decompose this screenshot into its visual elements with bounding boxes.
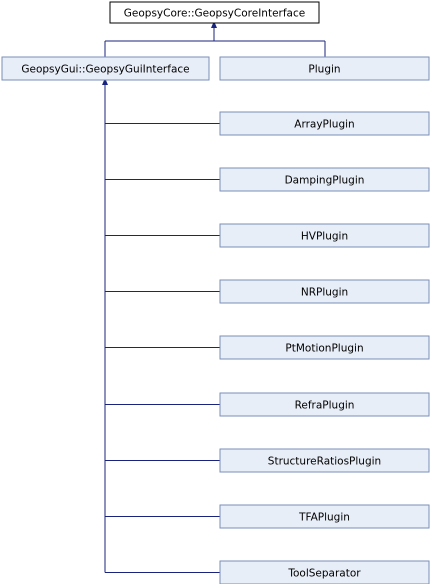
class-node-core[interactable]: GeopsyCore::GeopsyCoreInterface [109, 1, 320, 24]
class-label: DampingPlugin [285, 175, 365, 187]
class-node-refra[interactable]: RefraPlugin [219, 392, 430, 417]
class-box [219, 223, 430, 248]
class-label: PtMotionPlugin [285, 343, 363, 355]
class-label: HVPlugin [301, 231, 348, 243]
class-box [219, 504, 430, 529]
class-node-tfa[interactable]: TFAPlugin [219, 504, 430, 529]
class-node-damping[interactable]: DampingPlugin [219, 167, 430, 192]
class-box [219, 56, 430, 81]
class-node-hv[interactable]: HVPlugin [219, 223, 430, 248]
class-label: ArrayPlugin [294, 119, 354, 131]
class-label: Plugin [308, 64, 340, 76]
class-node-array[interactable]: ArrayPlugin [219, 111, 430, 136]
class-label: NRPlugin [301, 287, 348, 299]
class-box [219, 448, 430, 473]
class-label: TFAPlugin [298, 512, 350, 524]
class-label: ToolSeparator [287, 568, 361, 580]
class-box [219, 392, 430, 417]
class-node-structureratios[interactable]: StructureRatiosPlugin [219, 448, 430, 473]
class-node-plugin[interactable]: Plugin [219, 56, 430, 81]
edges-layer [102, 21, 326, 573]
class-node-toolseparator[interactable]: ToolSeparator [219, 560, 430, 584]
class-node-nr[interactable]: NRPlugin [219, 279, 430, 304]
class-box [219, 335, 430, 360]
class-label: GeopsyGui::GeopsyGuiInterface [21, 64, 189, 76]
class-label: RefraPlugin [295, 400, 355, 412]
class-box [219, 279, 430, 304]
class-node-ptmotion[interactable]: PtMotionPlugin [219, 335, 430, 360]
class-box [109, 1, 320, 24]
class-label: StructureRatiosPlugin [268, 456, 381, 468]
class-box [1, 56, 210, 81]
class-box [219, 111, 430, 136]
class-box [219, 167, 430, 192]
class-box [219, 560, 430, 584]
class-label: GeopsyCore::GeopsyCoreInterface [124, 8, 305, 20]
class-node-gui[interactable]: GeopsyGui::GeopsyGuiInterface [1, 56, 210, 81]
